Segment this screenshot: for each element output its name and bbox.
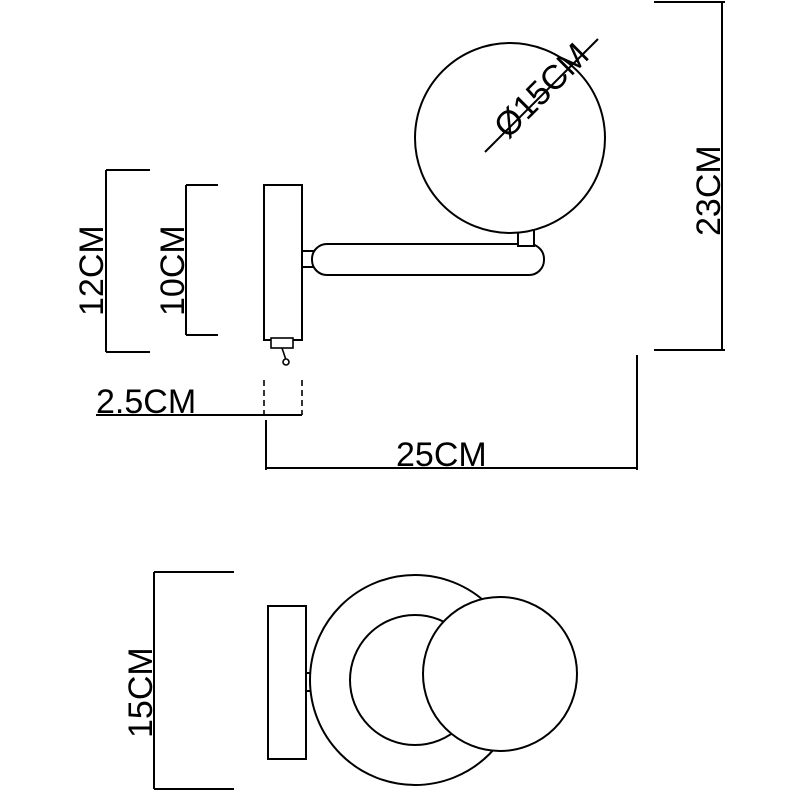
- pull-switch: [270, 337, 294, 366]
- dim-backplate-height-label: 12CM: [73, 225, 111, 316]
- side-arm: [311, 243, 545, 276]
- dim-total-height-label: 23CM: [690, 145, 728, 236]
- front-view: [267, 574, 578, 786]
- dim-body-height-label: 10CM: [154, 225, 192, 316]
- front-globe: [422, 596, 578, 752]
- side-view: Ø15CM: [263, 36, 606, 366]
- dim-front-width: 15CM: [122, 571, 234, 790]
- dim-front-width-label: 15CM: [122, 647, 160, 738]
- side-backplate: [263, 184, 303, 341]
- dim-body-height: 10CM: [154, 184, 218, 336]
- dim-total-height: 23CM: [654, 1, 728, 351]
- front-backplate: [267, 605, 307, 760]
- dim-projection-label: 25CM: [396, 436, 487, 474]
- dim-backplate-depth-label: 2.5CM: [96, 383, 196, 421]
- dim-projection: 25CM: [265, 355, 638, 474]
- globe-diameter-line: [484, 38, 599, 153]
- dim-backplate-depth: 2.5CM: [96, 380, 303, 421]
- dim-backplate-height: 12CM: [73, 169, 150, 353]
- side-globe: [414, 42, 606, 234]
